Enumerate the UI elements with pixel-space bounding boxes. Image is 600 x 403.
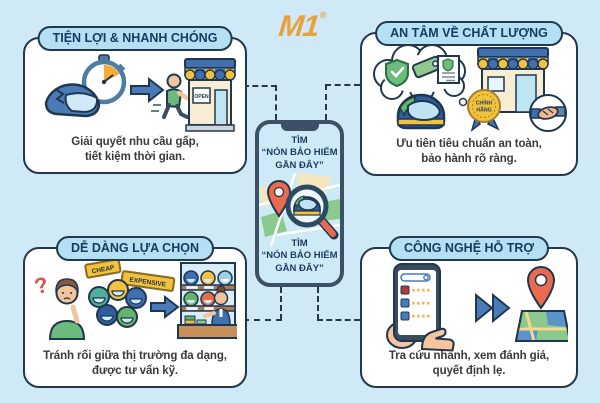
convenience-illustration: OPEN: [44, 54, 236, 132]
stars-row: ★★★★: [411, 300, 431, 307]
technology-illustration: ★★★★ ★★★★ ★★★★: [386, 263, 568, 352]
svg-text:CHEAP: CHEAP: [91, 264, 115, 275]
connector-top-left-v: [275, 85, 277, 120]
search-query-top: TÌM “NÓN BẢO HIỂM GẦN ĐÂY”: [261, 135, 338, 171]
map-pin-icon: [514, 265, 568, 342]
connector-top-right-h: [325, 84, 360, 86]
panel-easy-choice-title: DỄ DÀNG LỰA CHỌN: [56, 236, 214, 261]
quality-illustration: CHÍNH HÃNG: [373, 46, 567, 132]
genuine-badge: CHÍNH HÃNG: [467, 89, 501, 132]
open-sign: OPEN: [194, 94, 209, 100]
magnifier-helmet-icon: [285, 184, 339, 240]
shield-check-icon: [385, 58, 409, 88]
panel-technology-caption: Tra cứu nhanh, xem đánh giá, quyết định …: [388, 350, 550, 378]
helmet-shelf: [177, 262, 237, 339]
arrow-right-icon: [150, 294, 180, 320]
panel-technology-title: CÔNG NGHỆ HỖ TRỢ: [388, 236, 550, 261]
fast-forward-icon: [475, 292, 511, 324]
salesperson: [203, 285, 231, 326]
panel-easy-choice-caption: Tránh rối giữa thị trường đa dạng, được …: [43, 350, 227, 378]
easy-choice-illustration: ? CHEAP EXPENSIVE: [33, 261, 237, 340]
handshake-icon: [529, 94, 567, 132]
panel-convenience: TIỆN LỢI & NHANH CHÓNG: [23, 26, 247, 174]
map-with-magnifier: [259, 173, 340, 246]
phone-screen: TÌM “NÓN BẢO HIỂM GẦN ĐÂY”: [259, 124, 340, 283]
search-query-bottom: TÌM “NÓN BẢO HIỂM GẦN ĐÂY”: [261, 237, 338, 274]
panel-quality: AN TÂM VỀ CHẤT LƯỢNG: [360, 21, 578, 176]
brand-logo: M1®: [277, 10, 327, 43]
expensive-sign: EXPENSIVE: [120, 270, 176, 292]
cheap-sign: CHEAP: [84, 261, 122, 279]
cracked-helmet-icon: [44, 83, 101, 118]
badge-line2: HÃNG: [476, 107, 491, 114]
connector-top-right-v: [325, 84, 327, 120]
arrow-right-icon: [130, 76, 165, 104]
phone-in-hands: ★★★★ ★★★★ ★★★★: [386, 263, 455, 352]
connector-bottom-left-v: [280, 287, 282, 320]
certificate-icon: [437, 55, 460, 84]
stars-row: ★★★★: [411, 287, 431, 294]
helmet-pile: [88, 279, 147, 328]
connector-bottom-left-h: [243, 319, 282, 321]
helmet-icon: [396, 93, 446, 130]
connector-bottom-right-h: [317, 319, 360, 321]
map-pin-icon: [266, 179, 292, 218]
stopwatch-icon: [81, 54, 127, 105]
panel-technology: CÔNG NGHỆ HỖ TRỢ ★★★★ ★★★★ ★★★★: [360, 236, 578, 388]
panel-quality-caption: Ưu tiên tiêu chuẩn an toàn, bảo hành rõ …: [396, 138, 542, 166]
confused-person: [48, 278, 86, 340]
panel-quality-title: AN TÂM VỀ CHẤT LƯỢNG: [375, 21, 563, 46]
phone-notch: [280, 124, 319, 131]
badge-line1: CHÍNH: [476, 99, 493, 107]
question-mark: ?: [33, 272, 51, 300]
stars-row: ★★★★: [411, 313, 431, 320]
connector-top-left-h: [243, 85, 277, 87]
panel-easy-choice: DỄ DÀNG LỰA CHỌN ? CHEAP EXPENSIVE: [23, 236, 247, 388]
panel-convenience-title: TIỆN LỢI & NHANH CHÓNG: [37, 26, 233, 51]
panel-convenience-caption: Giải quyết nhu cầu gấp, tiết kiệm thời g…: [71, 136, 199, 164]
storefront-icon: OPEN: [184, 58, 236, 132]
registered-mark: ®: [319, 10, 327, 20]
center-phone: TÌM “NÓN BẢO HIỂM GẦN ĐÂY”: [255, 120, 344, 287]
running-person: [151, 73, 190, 119]
connector-bottom-right-v: [317, 287, 319, 320]
